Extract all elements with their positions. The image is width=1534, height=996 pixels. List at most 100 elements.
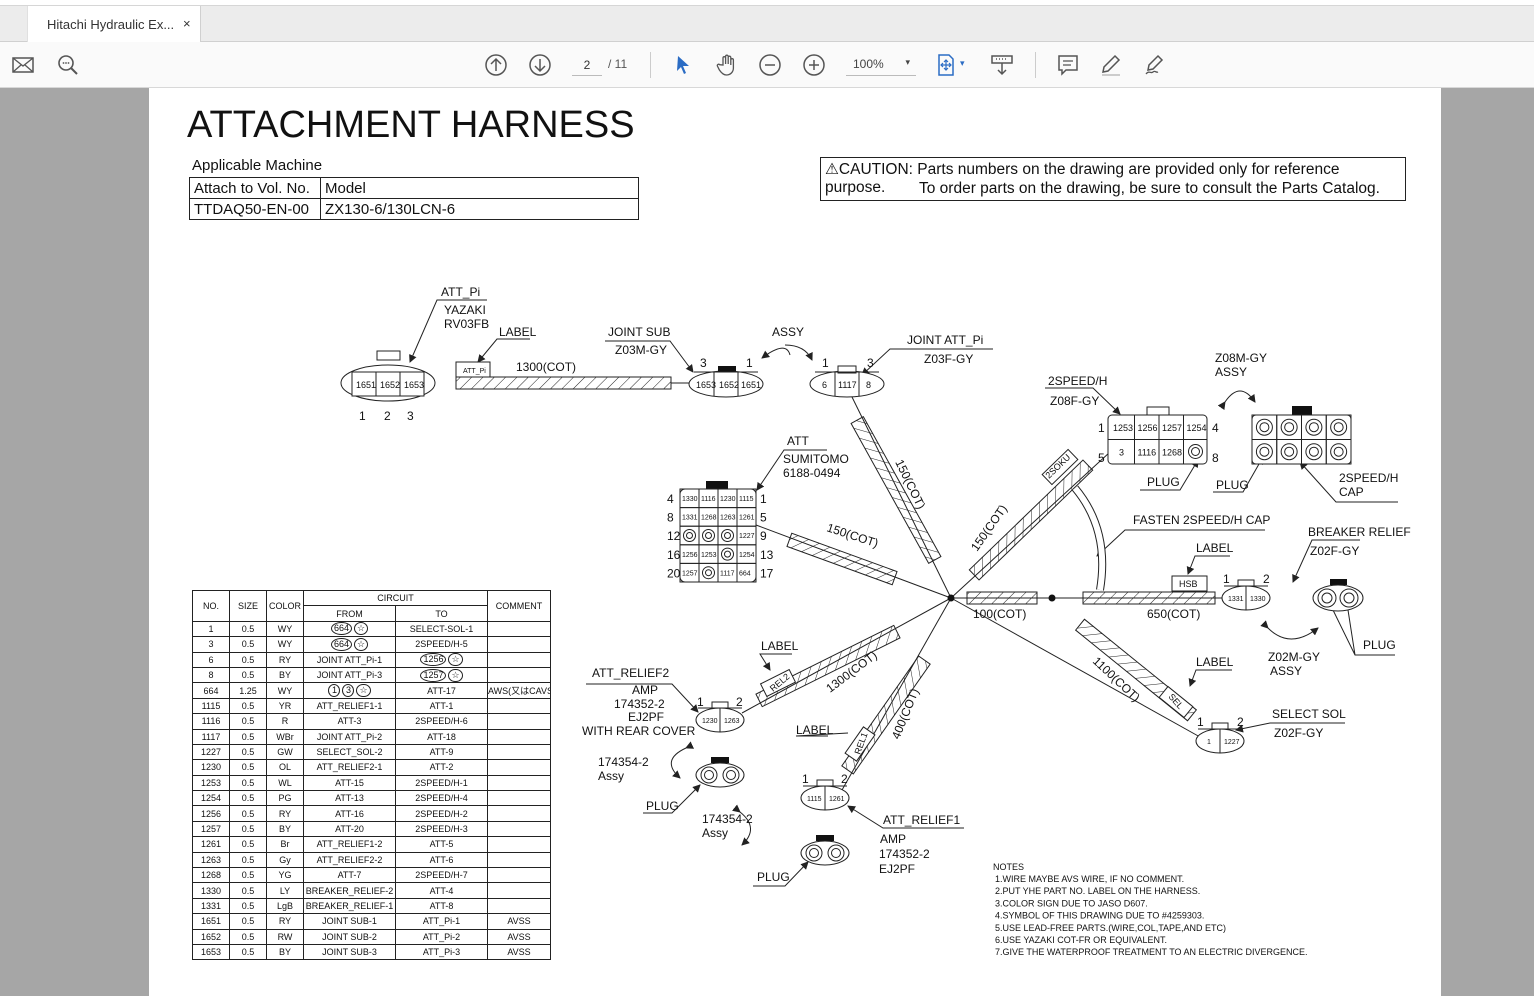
comment-icon[interactable] (1055, 52, 1081, 78)
cell-comment (487, 636, 551, 653)
document-tab[interactable]: Hitachi Hydraulic Ex... × (27, 6, 201, 43)
cell-from: ATT-16 (303, 805, 396, 822)
zoom-out-icon[interactable] (757, 52, 783, 78)
cell-no: 664 (192, 682, 230, 699)
header-comment: COMMENT (487, 590, 551, 622)
model-value: ZX130-6/130LCN-6 (320, 198, 639, 220)
cell-from: BREAKER_RELIEF-2 (303, 882, 396, 899)
cell-comment (487, 697, 551, 715)
close-tab-icon[interactable]: × (183, 16, 191, 31)
cell-color: RY (266, 913, 304, 930)
cell-from: ATT_RELIEF1-1 (303, 697, 396, 715)
toolbar: / 11 100%▾ ▾ (0, 42, 1534, 88)
cell-color: RW (266, 928, 304, 945)
search-icon[interactable] (55, 52, 81, 78)
cell-to: ATT-1 (395, 697, 488, 715)
cell-from: ATT_RELIEF2-2 (303, 851, 396, 869)
cell-size: 0.5 (229, 913, 267, 930)
zoom-in-icon[interactable] (801, 52, 827, 78)
cell-to: 2SPEED/H-5 (395, 636, 488, 653)
cell-color: OL (266, 759, 304, 776)
cell-no: 1331 (192, 897, 230, 915)
cell-comment (487, 666, 551, 684)
cell-comment (487, 851, 551, 869)
vol-no-value: TTDAQ50-EN-00 (189, 198, 321, 220)
header-to: TO (395, 605, 488, 622)
page-number-input[interactable] (572, 54, 602, 76)
cell-size: 0.5 (229, 697, 267, 715)
chevron-down-icon: ▾ (905, 57, 910, 67)
page-title: ATTACHMENT HARNESS (187, 104, 635, 146)
cell-size: 0.5 (229, 928, 267, 945)
cell-to: ATT-8 (395, 897, 488, 915)
cell-no: 3 (192, 636, 230, 653)
sign-icon[interactable] (1142, 52, 1168, 78)
cell-to: 2SPEED/H-4 (395, 790, 488, 807)
zoom-level-value: 100% (853, 57, 884, 71)
cell-no: 1652 (192, 928, 230, 945)
cell-no: 1256 (192, 805, 230, 822)
cell-color: LY (266, 882, 304, 899)
cell-to: ATT-18 (395, 728, 488, 745)
cell-comment (487, 820, 551, 838)
cell-to: ATT-5 (395, 836, 488, 853)
circled-ref: ☆ (448, 653, 463, 667)
cell-size: 0.5 (229, 728, 267, 745)
cell-from: ATT-20 (303, 820, 396, 838)
cell-size: 0.5 (229, 774, 267, 792)
cell-no: 1115 (192, 697, 230, 715)
applicable-machine-label: Applicable Machine (192, 157, 323, 174)
cell-color: WY (266, 620, 304, 638)
cell-size: 0.5 (229, 882, 267, 899)
previous-page-icon[interactable] (483, 52, 509, 78)
cell-no: 1268 (192, 867, 230, 884)
cell-size: 0.5 (229, 805, 267, 822)
cell-from: JOINT ATT_Pi-3 (303, 666, 396, 684)
cell-to: ATT-17 (395, 682, 488, 699)
cell-to: 2SPEED/H-6 (395, 713, 488, 730)
cell-to: ATT-6 (395, 851, 488, 869)
cell-from: SELECT_SOL-2 (303, 743, 396, 761)
caution-line-2: To order parts on the drawing, be sure t… (919, 180, 1380, 197)
zoom-level-select[interactable]: 100% ▾ (846, 54, 916, 76)
cell-to: 1256☆ (395, 651, 488, 668)
cell-from: 664☆ (303, 636, 396, 653)
cell-color: YR (266, 697, 304, 715)
cell-from: JOINT SUB-3 (303, 943, 396, 961)
fit-options-chevron-icon[interactable]: ▾ (960, 58, 965, 68)
cell-from: ATT-3 (303, 713, 396, 730)
scroll-mode-icon[interactable] (989, 52, 1015, 78)
cell-size: 0.5 (229, 790, 267, 807)
fit-page-icon[interactable] (933, 52, 959, 78)
window-top-strip (0, 0, 1534, 5)
cell-size: 1.25 (229, 682, 267, 699)
cell-size: 0.5 (229, 820, 267, 838)
next-page-icon[interactable] (527, 52, 553, 78)
email-icon[interactable] (10, 52, 36, 78)
cell-color: R (266, 713, 304, 730)
highlight-pen-icon[interactable] (1098, 52, 1124, 78)
cell-size: 0.5 (229, 713, 267, 730)
caution-box: ⚠CAUTION: Parts numbers on the drawing a… (820, 157, 1406, 201)
cell-color: LgB (266, 897, 304, 915)
select-tool-icon[interactable] (670, 52, 696, 78)
cell-size: 0.5 (229, 759, 267, 776)
hand-tool-icon[interactable] (714, 52, 740, 78)
cell-color: BY (266, 943, 304, 961)
cell-comment: AVSS (487, 913, 551, 930)
cell-no: 1117 (192, 728, 230, 745)
cell-to: ATT-9 (395, 743, 488, 761)
cell-from: 664☆ (303, 620, 396, 638)
header-from: FROM (303, 605, 396, 622)
header-size: SIZE (229, 590, 267, 622)
cell-no: 1257 (192, 820, 230, 838)
